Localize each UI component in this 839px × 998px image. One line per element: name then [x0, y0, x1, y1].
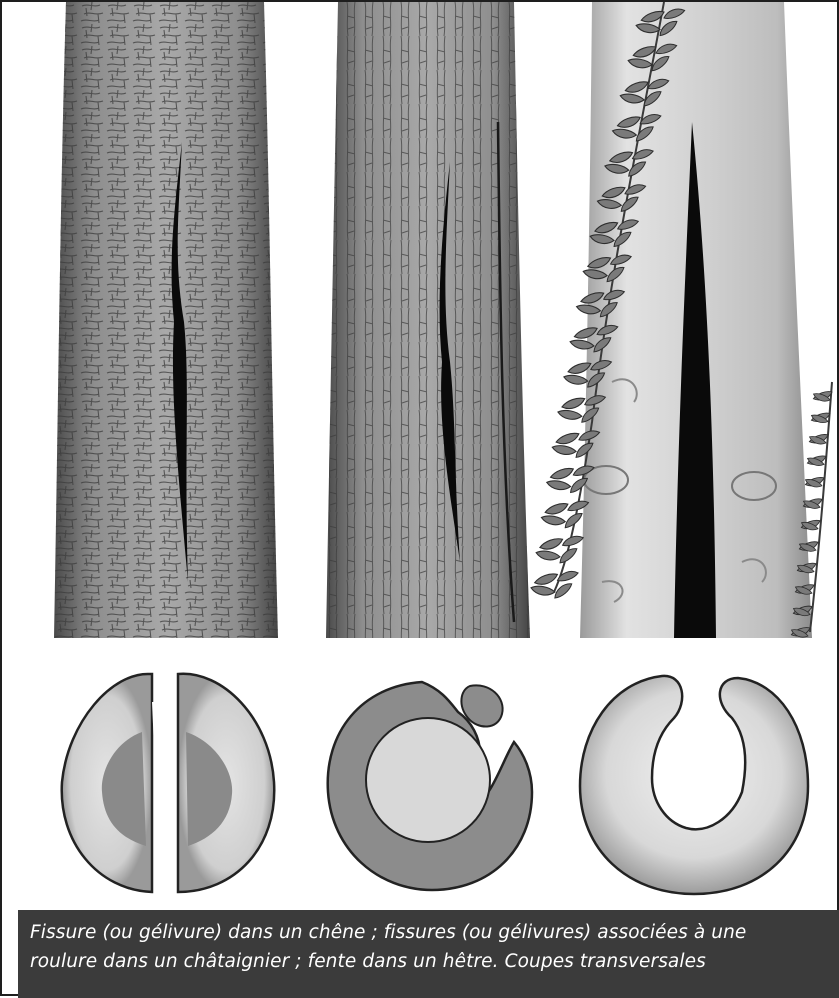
- chestnut-trunk: [326, 2, 530, 638]
- beech-trunk: [580, 2, 812, 638]
- ivy-leaf: [549, 466, 575, 482]
- beech-cross-section: [580, 676, 808, 894]
- ivy-leaf: [557, 409, 582, 421]
- ivy-leaf: [534, 571, 560, 587]
- caption-line-2: roulure dans un châtaignier ; fente dans…: [30, 947, 839, 976]
- ivy-leaf: [544, 501, 570, 517]
- ivy-leaf: [563, 374, 588, 386]
- ivy-leaf: [555, 431, 581, 447]
- ivy-leaf: [561, 534, 584, 549]
- chestnut-cross-section: [328, 682, 532, 890]
- ivy-leaf: [530, 585, 555, 597]
- ivy-leaf: [535, 549, 560, 561]
- caption-line-1: Fissure (ou gélivure) dans un chêne ; fi…: [30, 918, 839, 947]
- oak-trunk: [54, 2, 278, 638]
- ivy-leaf: [561, 396, 587, 412]
- ivy-leaf: [541, 514, 566, 526]
- ivy-leaf: [551, 444, 576, 456]
- ivy-leaf: [539, 536, 565, 552]
- caption-bar: Fissure (ou gélivure) dans un chêne ; fi…: [18, 910, 839, 998]
- ivy-leaf: [546, 479, 571, 491]
- oak-cross-section: [62, 674, 275, 892]
